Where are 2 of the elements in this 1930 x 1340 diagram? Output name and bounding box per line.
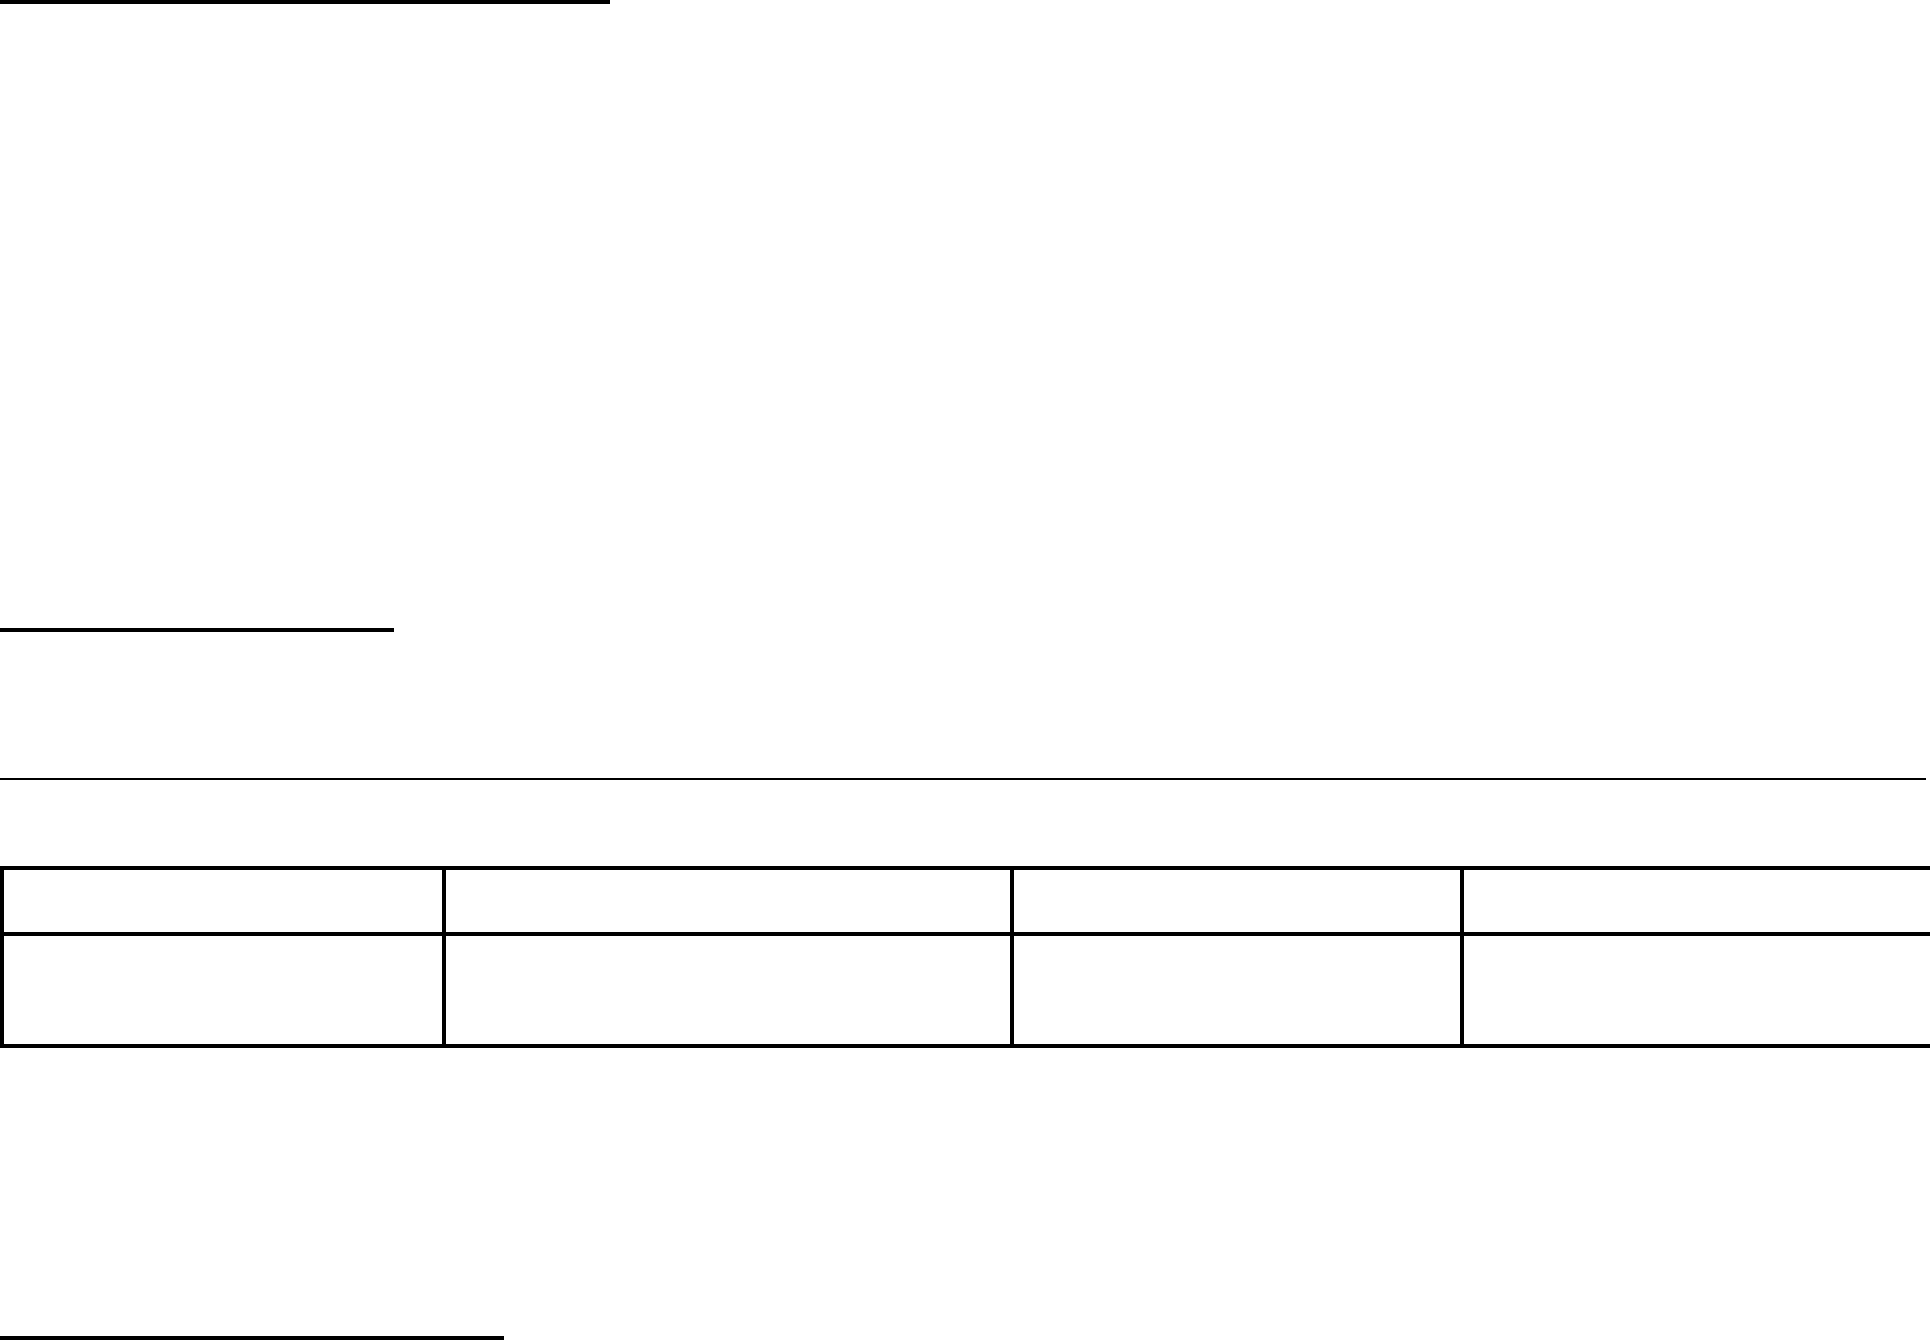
table-cell: [0, 866, 446, 936]
table-cell: [0, 932, 446, 1048]
